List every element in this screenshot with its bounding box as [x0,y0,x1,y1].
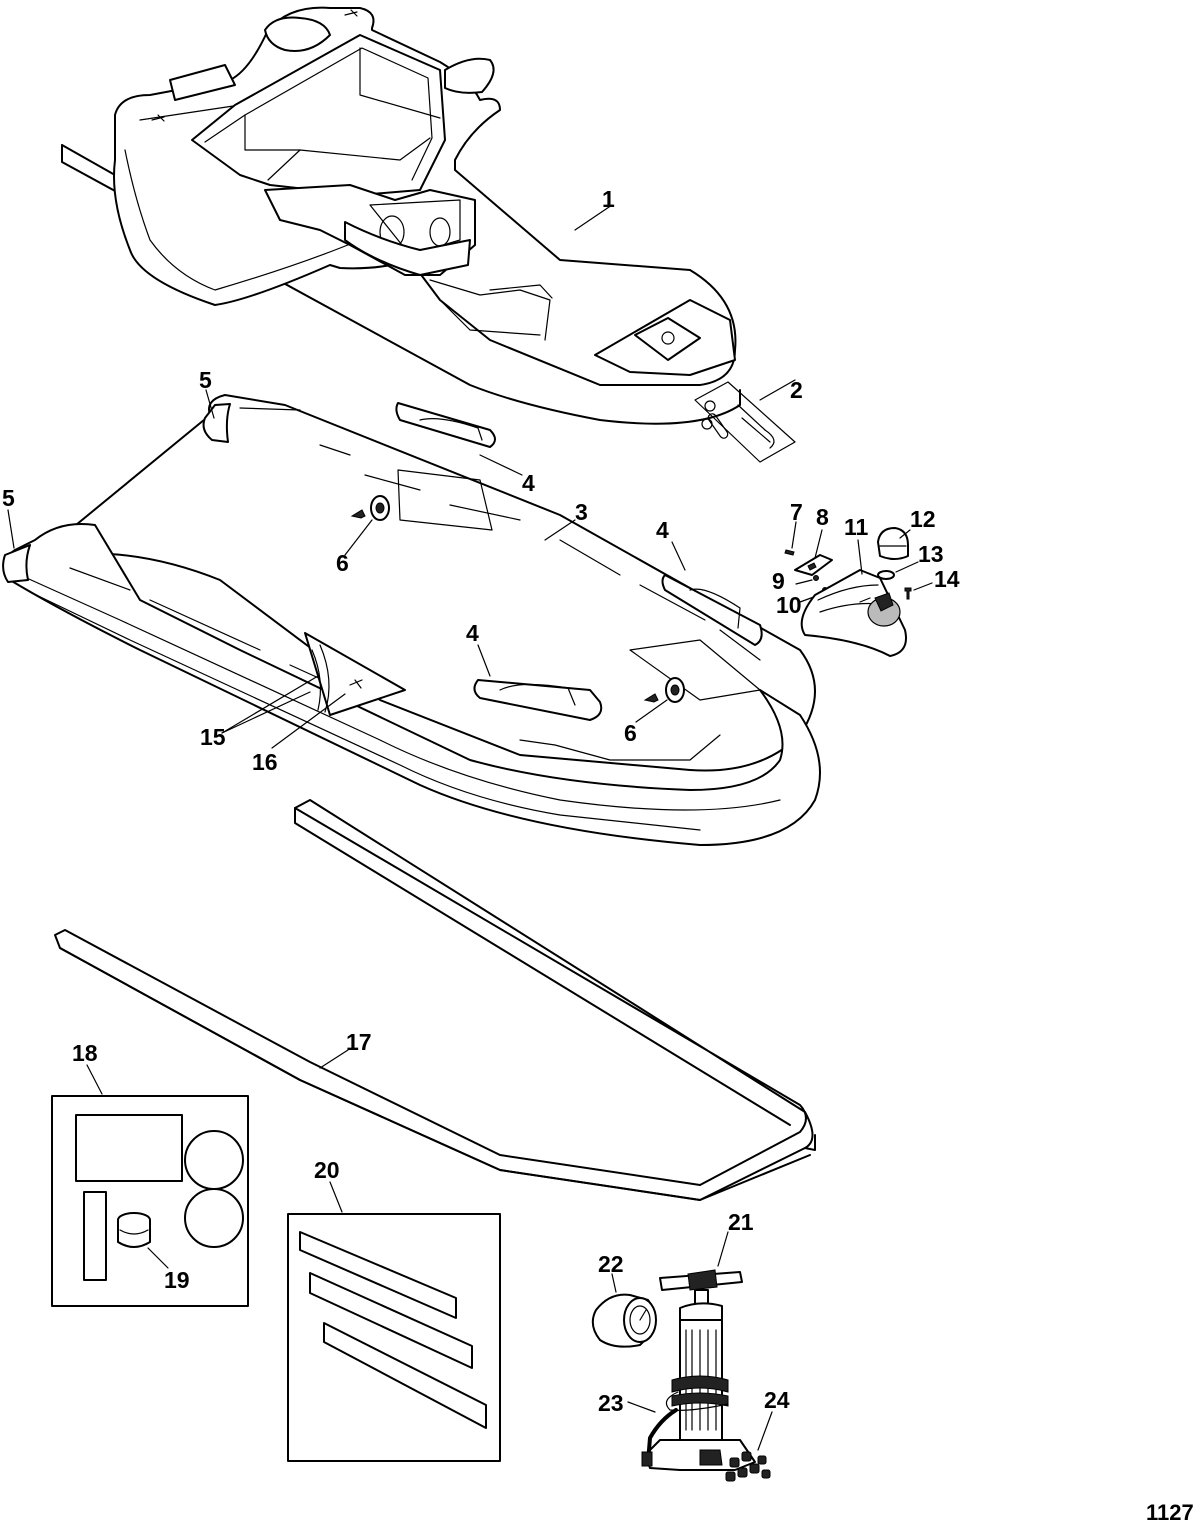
hull-deck-part [61,6,741,425]
valve-part-lower [643,677,685,703]
callout-9: 9 [772,568,785,594]
callout-13: 13 [918,541,944,567]
leader-line [913,582,933,591]
hand-pump-part [641,1269,756,1471]
leader-line [759,379,796,401]
leader-line [717,1231,729,1267]
valve-part-upper [350,495,390,521]
pressure-gauge-part [591,1293,657,1348]
leader-line [271,693,346,749]
keel-strip-part [54,799,816,1201]
leader-line [479,454,523,476]
callout-3: 3 [575,499,588,525]
gasket-part-13 [877,570,895,580]
cap-part-12 [877,527,909,560]
callout-4-right: 4 [656,517,669,543]
page-number: 1127 [1146,1500,1194,1525]
callout-12: 12 [910,506,936,532]
callout-7: 7 [790,499,803,525]
callout-14: 14 [934,566,960,592]
callout-15: 15 [200,724,226,750]
leader-line [319,1049,349,1069]
callout-18: 21 [728,1209,754,1235]
screw-part-7 [784,549,795,556]
callout-8: 8 [816,504,829,530]
leader-line [899,529,911,539]
leader-line [221,691,311,734]
callout-23: 19 [164,1267,190,1293]
callout-5-upper: 5 [199,367,212,393]
leader-line [635,699,668,723]
washer-part-9 [813,575,819,581]
screw-part-14 [904,587,912,600]
leader-line [757,1411,773,1451]
leader-line [86,1064,103,1095]
leader-line [574,204,613,231]
callout-16: 16 [252,749,278,775]
leader-line [329,1181,343,1213]
callout-6-lower: 6 [624,720,637,746]
handle-part-center [473,679,603,721]
leader-line [857,539,863,575]
callout-17: 17 [346,1029,372,1055]
callout-5-lower: 5 [2,485,15,511]
glue-tube-part-23 [117,1212,151,1248]
leader-line [895,561,919,573]
leader-line [344,519,373,556]
leader-line [544,519,576,541]
handle-part-upper [395,402,496,448]
callout-20: 23 [598,1390,624,1416]
leader-line [791,521,797,549]
leader-line [205,389,215,419]
callout-24: 20 [314,1157,340,1183]
leader-line [611,1273,617,1293]
inflatable-collar-part [2,394,821,846]
callout-6-upper: 6 [336,550,349,576]
decal-strips-part [287,1213,501,1462]
leader-line [147,1247,169,1269]
cleat-part-8 [794,554,833,576]
leader-line [795,579,813,585]
callout-2: 2 [790,377,803,403]
callout-1: 1 [602,186,615,212]
handle-part-right [661,574,763,646]
callout-22: 18 [72,1040,98,1066]
leader-line [671,541,686,571]
leader-line [221,675,319,734]
callout-4-center: 4 [466,620,479,646]
repair-kit-part [51,1095,249,1307]
callout-19: 22 [598,1251,624,1277]
leader-line [814,529,823,559]
u-bolt-kit-part [694,381,796,463]
callout-4-upper: 4 [522,470,535,496]
leader-line [7,509,15,549]
nav-light-base-part-11 [800,569,907,657]
callout-21: 24 [764,1387,790,1413]
callout-11: 11 [844,514,869,540]
leader-line [627,1401,656,1413]
leader-line [477,644,491,677]
callout-10: 10 [776,592,802,618]
adapters-part [725,1451,771,1482]
